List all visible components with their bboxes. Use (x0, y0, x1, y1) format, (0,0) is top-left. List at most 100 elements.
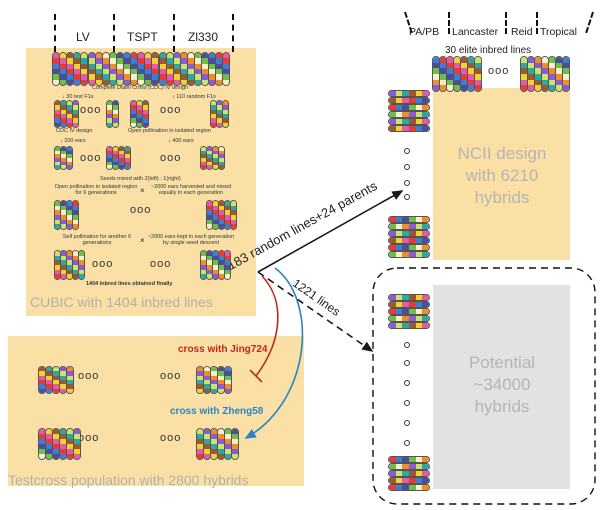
ellipsis: ooo (160, 104, 182, 116)
maize-ear (78, 250, 85, 280)
ncii-panel (433, 88, 570, 260)
ellipsis-dot (404, 164, 410, 170)
maize-ear (112, 100, 119, 128)
ellipsis: ooo (78, 370, 100, 382)
ncii-group-tropical: Tropical (540, 26, 577, 38)
ellipsis: ooo (488, 65, 510, 77)
kept-2000: ~2000 ears kept in each generation by si… (147, 234, 235, 246)
maize-ear (231, 428, 239, 460)
ellipsis-dot (404, 420, 410, 426)
maize-ear (66, 366, 74, 394)
cross-jing-label: cross with Jing724 (178, 344, 268, 355)
maize-ear (388, 322, 430, 329)
maize-ear (388, 216, 430, 223)
maize-ear (218, 146, 225, 170)
arrow-jing724-head (249, 369, 263, 383)
ellipsis: ooo (160, 432, 182, 444)
step-dialel: Complete Dialel Cross (CDC) IV design (91, 85, 189, 91)
maize-ear (388, 230, 430, 237)
self-poll-6: Self pollination for another 6 generatio… (62, 234, 132, 246)
cubic-divider (173, 14, 175, 52)
cubic-title: CUBIC with 1404 inbred lines (30, 294, 213, 310)
maize-ear (388, 456, 430, 463)
testcross-title: Testcross population with 2800 hybrids (8, 472, 249, 488)
final-lines: 1404 inbred lines obtained finally (86, 281, 173, 287)
potential-dashed-border (372, 267, 596, 505)
ellipsis-dot (404, 400, 410, 406)
maize-ear (388, 125, 430, 132)
ellipsis: ooo (92, 258, 114, 270)
ncii-divider (448, 12, 450, 34)
maize-ear (66, 146, 73, 170)
arrow-to-ncii (257, 190, 404, 273)
maize-ear (124, 146, 131, 170)
arrow-zheng58 (244, 267, 304, 439)
potential-title: Potential ~34000 hybrids (468, 353, 536, 416)
ellipsis-dot (404, 194, 410, 200)
maize-ear (73, 428, 81, 460)
maize-ear (72, 200, 79, 230)
ncii-divider (505, 12, 507, 34)
ellipsis: ooo (160, 152, 182, 164)
maize-ear (224, 250, 231, 280)
ncii-group-lancaster: Lancaster (452, 26, 499, 38)
maize-ear (388, 294, 430, 301)
cross-mark: × (140, 236, 145, 245)
maize-ear (388, 223, 430, 230)
maize-ear (222, 52, 231, 86)
ellipsis: ooo (80, 152, 102, 164)
ellipsis-dot (404, 360, 410, 366)
arrow-jing724 (255, 275, 279, 377)
step-400: ↓ 400 ears (168, 138, 194, 144)
cross-zheng-label: cross with Zheng58 (170, 406, 264, 417)
elite-label: 30 elite inbred lines (445, 45, 532, 56)
ncii-group-papb: PA/PB (409, 26, 440, 38)
maize-ear (230, 200, 237, 230)
step-30: ↓ 30 test F1s (62, 94, 94, 100)
maize-ear (388, 301, 430, 308)
ellipsis-dot (404, 180, 410, 186)
cross-mark: × (140, 186, 145, 195)
maize-ear (474, 56, 482, 92)
maize-ear (388, 244, 430, 251)
ncii-divider (536, 12, 538, 34)
maize-ear (388, 111, 430, 118)
maize-ear (388, 118, 430, 125)
maize-ear (388, 90, 430, 97)
group-label-tspt: TSPT (127, 30, 158, 44)
maize-ear (388, 470, 430, 477)
ellipsis-dot (404, 342, 410, 348)
harvest-2000: ~2000 ears harvested and mixed equally i… (150, 184, 232, 196)
maize-ear (222, 100, 229, 128)
maize-ear (388, 463, 430, 470)
maize-ear (388, 477, 430, 484)
label-openpoll: Open pollination in isolated region (128, 128, 211, 134)
cubic-divider (113, 14, 115, 52)
maize-ear (72, 100, 79, 128)
ncii-group-reid: Reid (511, 26, 533, 38)
ncii-title: NCII design with 6210 hybrids (457, 144, 547, 207)
ellipsis-dot (404, 440, 410, 446)
ellipsis: ooo (78, 432, 100, 444)
maize-ear (388, 251, 430, 258)
ellipsis: ooo (150, 258, 172, 270)
maize-ear (388, 104, 430, 111)
group-label-lv: LV (76, 30, 90, 44)
maize-ear (388, 484, 430, 491)
maize-ear (224, 366, 232, 394)
maize-ear (142, 100, 149, 128)
label-cdc: CDC IV design (56, 128, 93, 134)
ellipsis: ooo (160, 370, 182, 382)
open-poll-6: Open pollination in isolated region for … (54, 184, 138, 196)
ellipsis-dot (404, 148, 410, 154)
maize-ear (388, 315, 430, 322)
cubic-divider (232, 14, 234, 52)
potential-box (433, 285, 570, 489)
maize-ear (388, 237, 430, 244)
maize-ear (87, 52, 96, 86)
step-200: ↓ 200 ears (60, 138, 86, 144)
maize-ear (388, 308, 430, 315)
ellipsis: ooo (130, 204, 152, 216)
ellipsis-dot (404, 380, 410, 386)
